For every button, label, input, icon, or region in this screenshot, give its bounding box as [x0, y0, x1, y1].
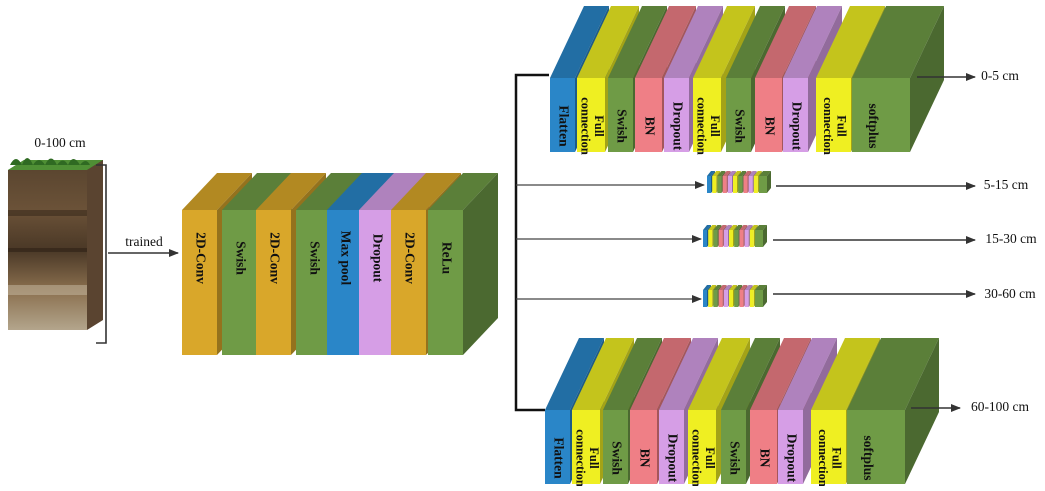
head-bottom-layer-bn-label: BN	[637, 449, 652, 468]
backbone-layer-swish-label: Swish	[307, 241, 322, 275]
output-labels: 0-5 cm 5-15 cm 15-30 cm 30-60 cm 60-100 cm	[773, 68, 1037, 414]
head-bottom-layer-softplus-label: softplus	[861, 435, 876, 480]
head-top-layer-dropout-label: Dropout	[670, 102, 685, 151]
backbone-layer-2d-conv-label: 2D-Conv	[402, 232, 417, 284]
input-bracket	[96, 164, 107, 344]
backbone-layer-2d-conv-label: 2D-Conv	[267, 232, 282, 284]
output-label-30-60-cm: 30-60 cm	[984, 286, 1036, 301]
head-bottom-layer-softplus: softplus	[847, 338, 939, 484]
head-top-layer-full-connection-label: Fullconnection	[695, 97, 722, 155]
head-top-layer-flatten-label: Flatten	[556, 105, 571, 147]
input-depth-label: 0-100 cm	[34, 135, 86, 150]
output-label-60-100-cm: 60-100 cm	[971, 399, 1030, 414]
head-bottom-layer-bn-label: BN	[757, 449, 772, 468]
backbone-network: 2D-Conv Swish 2D-Conv Swish Max pool Dropout 2…	[182, 173, 498, 355]
head-top-layer-dropout-label: Dropout	[789, 102, 804, 151]
head-bottom-layer-dropout-label: Dropout	[665, 434, 680, 483]
head-bottom-layer-full-connection-label: Fullconnection	[574, 429, 601, 486]
mini-head-15-30-block-11	[755, 225, 767, 247]
soil-profile-image	[8, 158, 103, 330]
backbone-layer-relu-label: ReLu	[439, 242, 454, 275]
mini-head-5-15-block-11	[759, 171, 771, 193]
head-bottom-layer-full-connection-label: Fullconnection	[690, 429, 717, 486]
backbone-layer-2d-conv-label: 2D-Conv	[193, 232, 208, 284]
head-bottom-layer-dropout-label: Dropout	[784, 434, 799, 483]
mini-head-30-60	[703, 285, 767, 307]
head-top-layer-bn-label: BN	[642, 117, 657, 136]
output-label-15-30-cm: 15-30 cm	[985, 231, 1037, 246]
backbone-layer-swish-label: Swish	[233, 241, 248, 275]
head-top-layer-full-connection-label: Fullconnection	[821, 97, 848, 155]
mini-head-30-60-block-11	[755, 285, 767, 307]
head-top-layer-bn-label: BN	[762, 117, 777, 136]
mini-head-5-15	[707, 171, 771, 193]
mini-head-15-30	[703, 225, 767, 247]
output-label-5-15-cm: 5-15 cm	[984, 177, 1029, 192]
output-label-0-5-cm: 0-5 cm	[981, 68, 1019, 83]
head-bottom-layer-flatten-label: Flatten	[551, 437, 566, 479]
backbone-layer-relu: ReLu	[428, 173, 498, 355]
head-top-layer-softplus-label: softplus	[866, 103, 881, 148]
backbone-layer-dropout-label: Dropout	[370, 234, 385, 283]
head-top-layer-softplus: softplus	[852, 6, 944, 152]
trained-label: trained	[125, 234, 163, 249]
head-bottom-layer-swish-label: Swish	[727, 441, 742, 475]
head-bottom-layer-swish-label: Swish	[609, 441, 624, 475]
head-top-layer-swish-label: Swish	[732, 109, 747, 143]
head-top-layer-full-connection-label: Fullconnection	[579, 97, 606, 155]
head-bottom-layer-full-connection-label: Fullconnection	[816, 429, 843, 486]
head-top-layer-swish-label: Swish	[614, 109, 629, 143]
branch-connectors	[514, 73, 705, 412]
backbone-layer-max-pool-label: Max pool	[338, 231, 353, 286]
